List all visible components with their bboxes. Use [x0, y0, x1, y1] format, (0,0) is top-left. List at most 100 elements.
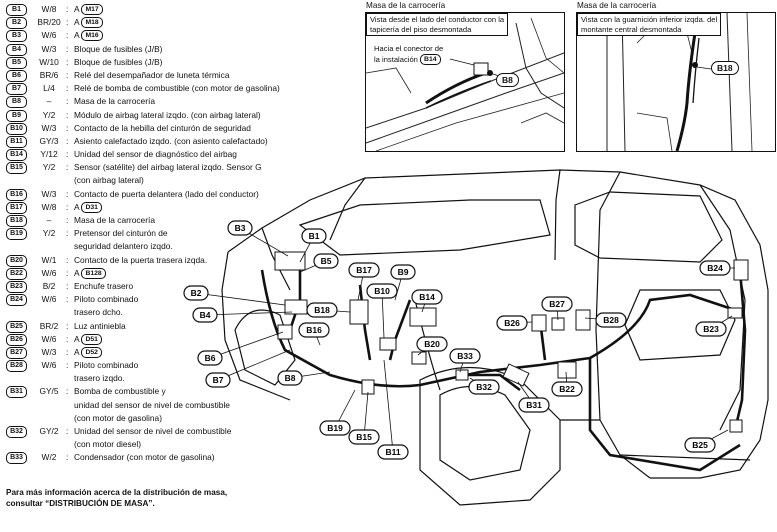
- wire-color: BR/6: [39, 69, 59, 80]
- callout-b15: B15: [348, 391, 380, 445]
- separator: :: [66, 333, 69, 344]
- wire-color: BR/2: [39, 320, 59, 331]
- connector-description: Bloque de fusibles (J/B): [74, 43, 163, 54]
- wire-color: GY/2: [39, 426, 59, 436]
- ground-tag-b8: B8: [496, 73, 519, 87]
- wire-color: Y/2: [42, 109, 56, 120]
- connector-code: B10: [6, 122, 27, 135]
- callout-label: B11: [385, 447, 400, 457]
- separator: :: [66, 228, 69, 239]
- inset-right-title: Masa de la carrocería: [577, 1, 657, 10]
- connector-code: B3: [6, 30, 27, 43]
- wire-color: GY/3: [39, 135, 59, 146]
- connector-description: Masa de la carrocería: [74, 215, 155, 225]
- separator: :: [66, 56, 69, 67]
- inset-right-caption: Vista con la guarnición inferior izqda. …: [577, 13, 722, 36]
- wire-color: W/8: [41, 4, 57, 14]
- wire-color: W/6: [41, 333, 57, 344]
- separator: :: [66, 267, 69, 278]
- connector-ref: B128: [81, 267, 106, 279]
- connector-code: B15: [6, 162, 27, 175]
- wire-color: W/6: [41, 360, 57, 371]
- wire-color: W/6: [41, 294, 57, 305]
- connector-code: B14: [6, 149, 27, 162]
- connector-description: A M16: [74, 29, 103, 42]
- connector-code: B9: [6, 109, 27, 122]
- connector-description: Sensor (satélite) del airbag lateral izq…: [74, 162, 262, 173]
- footer-line-2: consultar “DISTRIBUCIÓN DE MASA”.: [6, 498, 155, 508]
- connector-code: B19: [6, 228, 27, 241]
- legend-row: seguridad delantero izqdo.: [4, 240, 339, 253]
- wire-color: L/4: [43, 83, 55, 94]
- callout-b31: B31: [517, 381, 550, 413]
- connector-description: (con airbag lateral): [74, 175, 144, 186]
- connector-description: Condensador (con motor de gasolina): [74, 452, 215, 463]
- connector-description: A D52: [74, 346, 102, 359]
- connector-ref-b14: B14: [420, 53, 441, 65]
- connector-code: B6: [6, 69, 27, 82]
- wire-color: W/3: [41, 43, 57, 54]
- connector-description: A M18: [74, 16, 103, 29]
- separator: :: [66, 162, 69, 173]
- connector-description: Asiento calefactado izqdo. (con asiento …: [74, 135, 268, 146]
- connector-description: (con motor de gasolina): [74, 412, 162, 423]
- connector-description: trasero izqdo.: [74, 373, 125, 384]
- connector-code: B11: [6, 135, 27, 148]
- legend-row: B18–:Masa de la carrocería: [4, 214, 339, 227]
- connector-description: seguridad delantero izqdo.: [74, 241, 173, 252]
- callout-label: B27: [549, 299, 565, 309]
- wire-color: Y/2: [42, 162, 56, 173]
- connector-description: Contacto de la puerta trasera izqda.: [74, 254, 208, 265]
- separator: :: [66, 215, 69, 225]
- connector-description: A B128: [74, 267, 106, 280]
- wire-color: Y/12: [40, 149, 58, 160]
- callout-label: B15: [356, 432, 372, 442]
- connector-ref: D31: [81, 201, 102, 213]
- connector-code: B31: [6, 386, 27, 399]
- wire-color: W/3: [41, 346, 57, 357]
- wire-color: W/3: [41, 122, 57, 133]
- connector-description: Relé de bomba de combustible (con motor …: [74, 83, 280, 94]
- separator: :: [66, 346, 69, 357]
- ground-tag-b18: B18: [711, 61, 739, 75]
- legend-row: B8–:Masa de la carrocería: [4, 95, 339, 109]
- legend-row: (con motor diesel): [4, 438, 339, 451]
- callout-b26: B26: [496, 315, 533, 331]
- callout-label: B25: [692, 440, 708, 450]
- connector-description: Contacto de puerta delantera (lado del c…: [74, 188, 259, 199]
- floor-illustration: [366, 17, 564, 151]
- connector-code: B23: [6, 280, 27, 293]
- connector-description: Enchufe trasero: [74, 280, 134, 291]
- callout-b33: B33: [449, 348, 481, 373]
- wire-color: W/8: [41, 201, 57, 212]
- wire-color: W/6: [41, 30, 57, 41]
- connector-code: B17: [6, 201, 27, 214]
- separator: :: [66, 109, 69, 120]
- wire-color: –: [46, 96, 52, 107]
- wire-color: W/1: [41, 254, 57, 265]
- connector-description: A D31: [74, 201, 102, 214]
- callout-b32: B32: [468, 377, 500, 395]
- callout-label: B33: [457, 351, 473, 361]
- inset-left-caption: Vista desde el lado del conductor con la…: [366, 13, 509, 36]
- wire-color: W/6: [41, 267, 57, 278]
- separator: :: [66, 135, 69, 146]
- separator: :: [66, 320, 69, 331]
- connector-code: B8: [6, 96, 27, 109]
- wire-color: –: [46, 215, 52, 225]
- footer-note: Para más información acerca de la distri…: [6, 488, 227, 509]
- callout-label: B14: [419, 292, 435, 302]
- inset-left-connector-note: Hacia el conector de la instalación B14: [374, 44, 444, 65]
